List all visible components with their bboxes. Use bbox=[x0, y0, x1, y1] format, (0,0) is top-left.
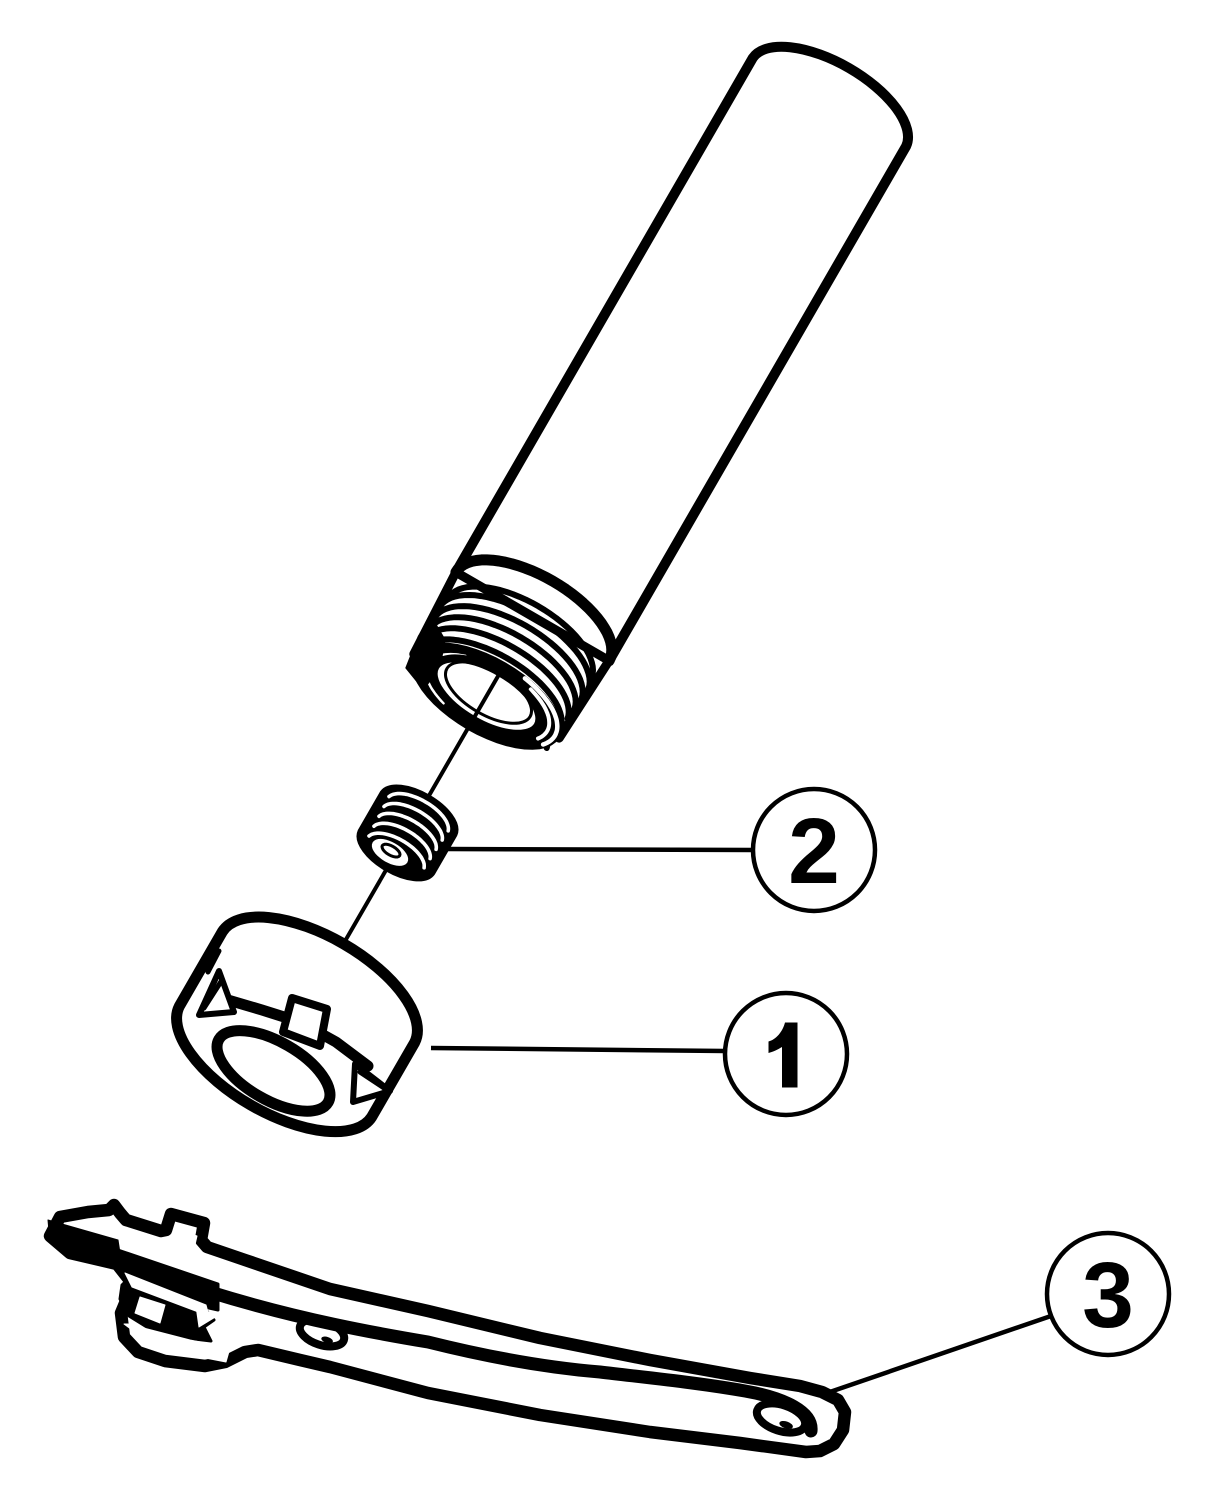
svg-text:3: 3 bbox=[1082, 1243, 1134, 1347]
svg-text:2: 2 bbox=[788, 799, 840, 903]
